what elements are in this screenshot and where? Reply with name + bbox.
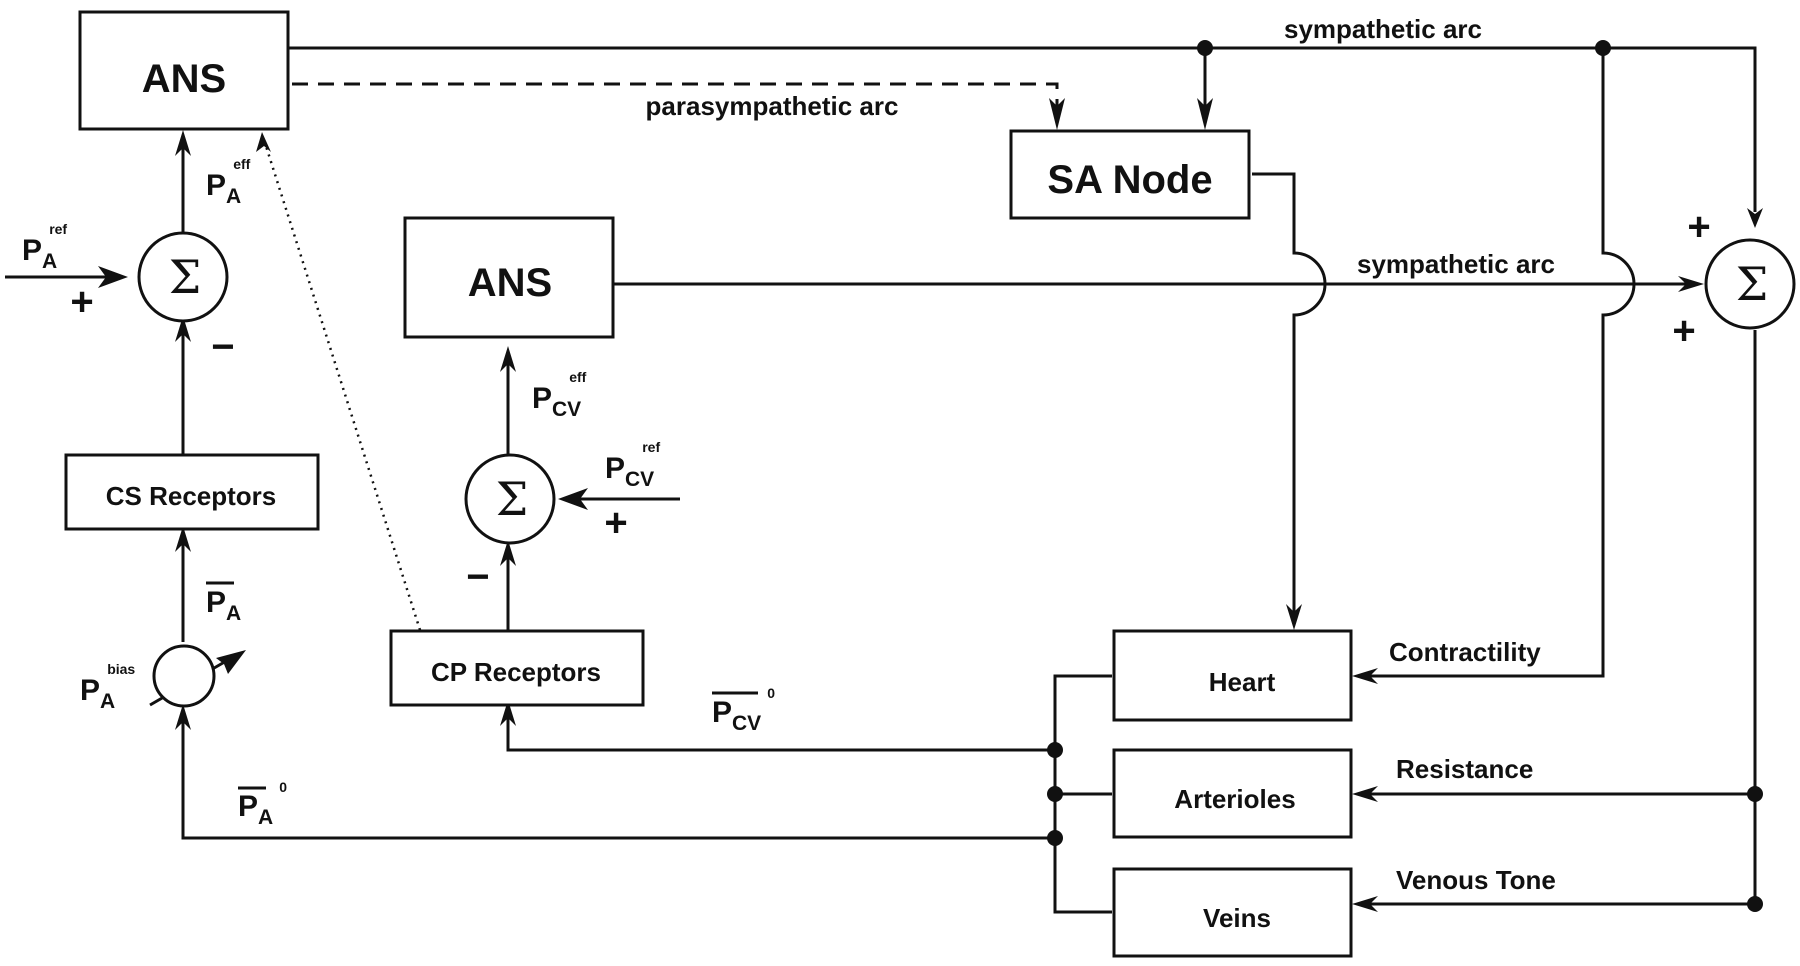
- pa-bar-0-label: PA0: [238, 779, 287, 829]
- junction-dot: [1047, 742, 1063, 758]
- contractility-label: Contractility: [1389, 637, 1541, 667]
- arrow-head: [1678, 276, 1704, 292]
- signs: + − − + + +: [70, 205, 1710, 599]
- arrow-head: [98, 266, 128, 288]
- arrow-head: [175, 316, 191, 342]
- pa-bar-label: PA: [206, 586, 241, 625]
- arc-labels: sympathetic arc parasympathetic arc symp…: [646, 14, 1556, 895]
- arrow-head: [1352, 668, 1378, 684]
- arrow-head: [500, 700, 516, 726]
- pcv-feedback-line: [506, 716, 1055, 752]
- parasympathetic-line: [292, 82, 1059, 114]
- ans-main-block: ANS: [78, 10, 290, 131]
- heart-block: Heart: [1112, 629, 1353, 722]
- arrow-head: [1747, 208, 1763, 228]
- sa-node-to-heart-line: [1252, 172, 1327, 618]
- pa-ref-label: PAref: [22, 221, 67, 273]
- arterioles-label: Arterioles: [1174, 784, 1295, 814]
- junction-dot: [1747, 896, 1763, 912]
- arrow-head: [1352, 786, 1378, 802]
- plus-sign: +: [1672, 309, 1695, 353]
- sigma-symbol: Σ: [169, 250, 202, 304]
- minus-sign: −: [466, 555, 489, 599]
- contractility-branch-line: [1370, 48, 1636, 678]
- cs-receptors-block: CS Receptors: [64, 453, 320, 531]
- pa-eff-label: PAeff: [206, 156, 251, 208]
- ans-cp-block: ANS: [403, 216, 615, 339]
- junction-dot: [1047, 830, 1063, 846]
- junction-dot: [1197, 40, 1213, 56]
- arrow-head: [256, 132, 271, 152]
- arrow-head: [500, 540, 516, 566]
- arrow-head: [500, 346, 516, 372]
- junction-dot: [1047, 786, 1063, 802]
- resistance-label: Resistance: [1396, 754, 1533, 784]
- summing-junction-cs: Σ: [137, 231, 229, 323]
- summing-junction-main: Σ: [1704, 238, 1796, 330]
- pcv-bar-0-label: PCV0: [712, 685, 775, 735]
- arrow-head: [216, 650, 246, 674]
- ans-cp-label: ANS: [468, 261, 552, 305]
- plus-sign: +: [70, 280, 93, 324]
- heart-label: Heart: [1209, 667, 1276, 697]
- pcv-ref-label: PCVref: [605, 439, 660, 491]
- veins-label: Veins: [1203, 903, 1271, 933]
- junction-dot: [1747, 786, 1763, 802]
- veins-block: Veins: [1112, 867, 1353, 958]
- signal-labels: PAeff PAref PA PAbias PA0 PCVeff PCVref: [22, 156, 775, 829]
- cs-receptors-label: CS Receptors: [106, 481, 277, 511]
- sympathetic-mid-label: sympathetic arc: [1357, 249, 1555, 279]
- connections: [5, 46, 1757, 914]
- arrow-head: [175, 130, 191, 156]
- sa-node-block: SA Node: [1009, 129, 1251, 220]
- sympathetic-top-label: sympathetic arc: [1284, 14, 1482, 44]
- sigma-symbol: Σ: [496, 472, 529, 526]
- venous-tone-label: Venous Tone: [1396, 865, 1556, 895]
- arrow-head: [1049, 98, 1065, 130]
- junction-dot: [1595, 40, 1611, 56]
- pcv-eff-label: PCVeff: [532, 369, 587, 421]
- parasympathetic-label: parasympathetic arc: [646, 91, 899, 121]
- summing-junction-cp: Σ: [464, 453, 556, 545]
- cp-receptors-label: CP Receptors: [431, 657, 601, 687]
- arrow-head: [175, 526, 191, 552]
- sa-node-label: SA Node: [1047, 158, 1212, 202]
- plus-sign: +: [604, 501, 627, 545]
- arterioles-block: Arterioles: [1112, 748, 1353, 839]
- minus-sign: −: [211, 325, 234, 369]
- arrow-head: [558, 488, 588, 510]
- arrow-head: [175, 704, 191, 730]
- sympathetic-top-line: [285, 46, 1757, 212]
- cp-to-ans-dotted-line: [263, 142, 422, 631]
- sigma-symbol: Σ: [1736, 257, 1769, 311]
- cp-receptors-block: CP Receptors: [389, 629, 645, 707]
- bias-adjust-circle: [152, 644, 216, 708]
- arrow-heads: [98, 98, 1763, 912]
- pa-bias-label: PAbias: [80, 661, 135, 713]
- arrow-head: [1352, 896, 1378, 912]
- junction-dots: [1047, 40, 1763, 912]
- arrow-head: [1286, 604, 1302, 630]
- pa-feedback-line: [181, 722, 1055, 840]
- ans-main-label: ANS: [142, 57, 226, 101]
- arrow-head: [1197, 98, 1213, 130]
- plus-sign: +: [1687, 205, 1710, 249]
